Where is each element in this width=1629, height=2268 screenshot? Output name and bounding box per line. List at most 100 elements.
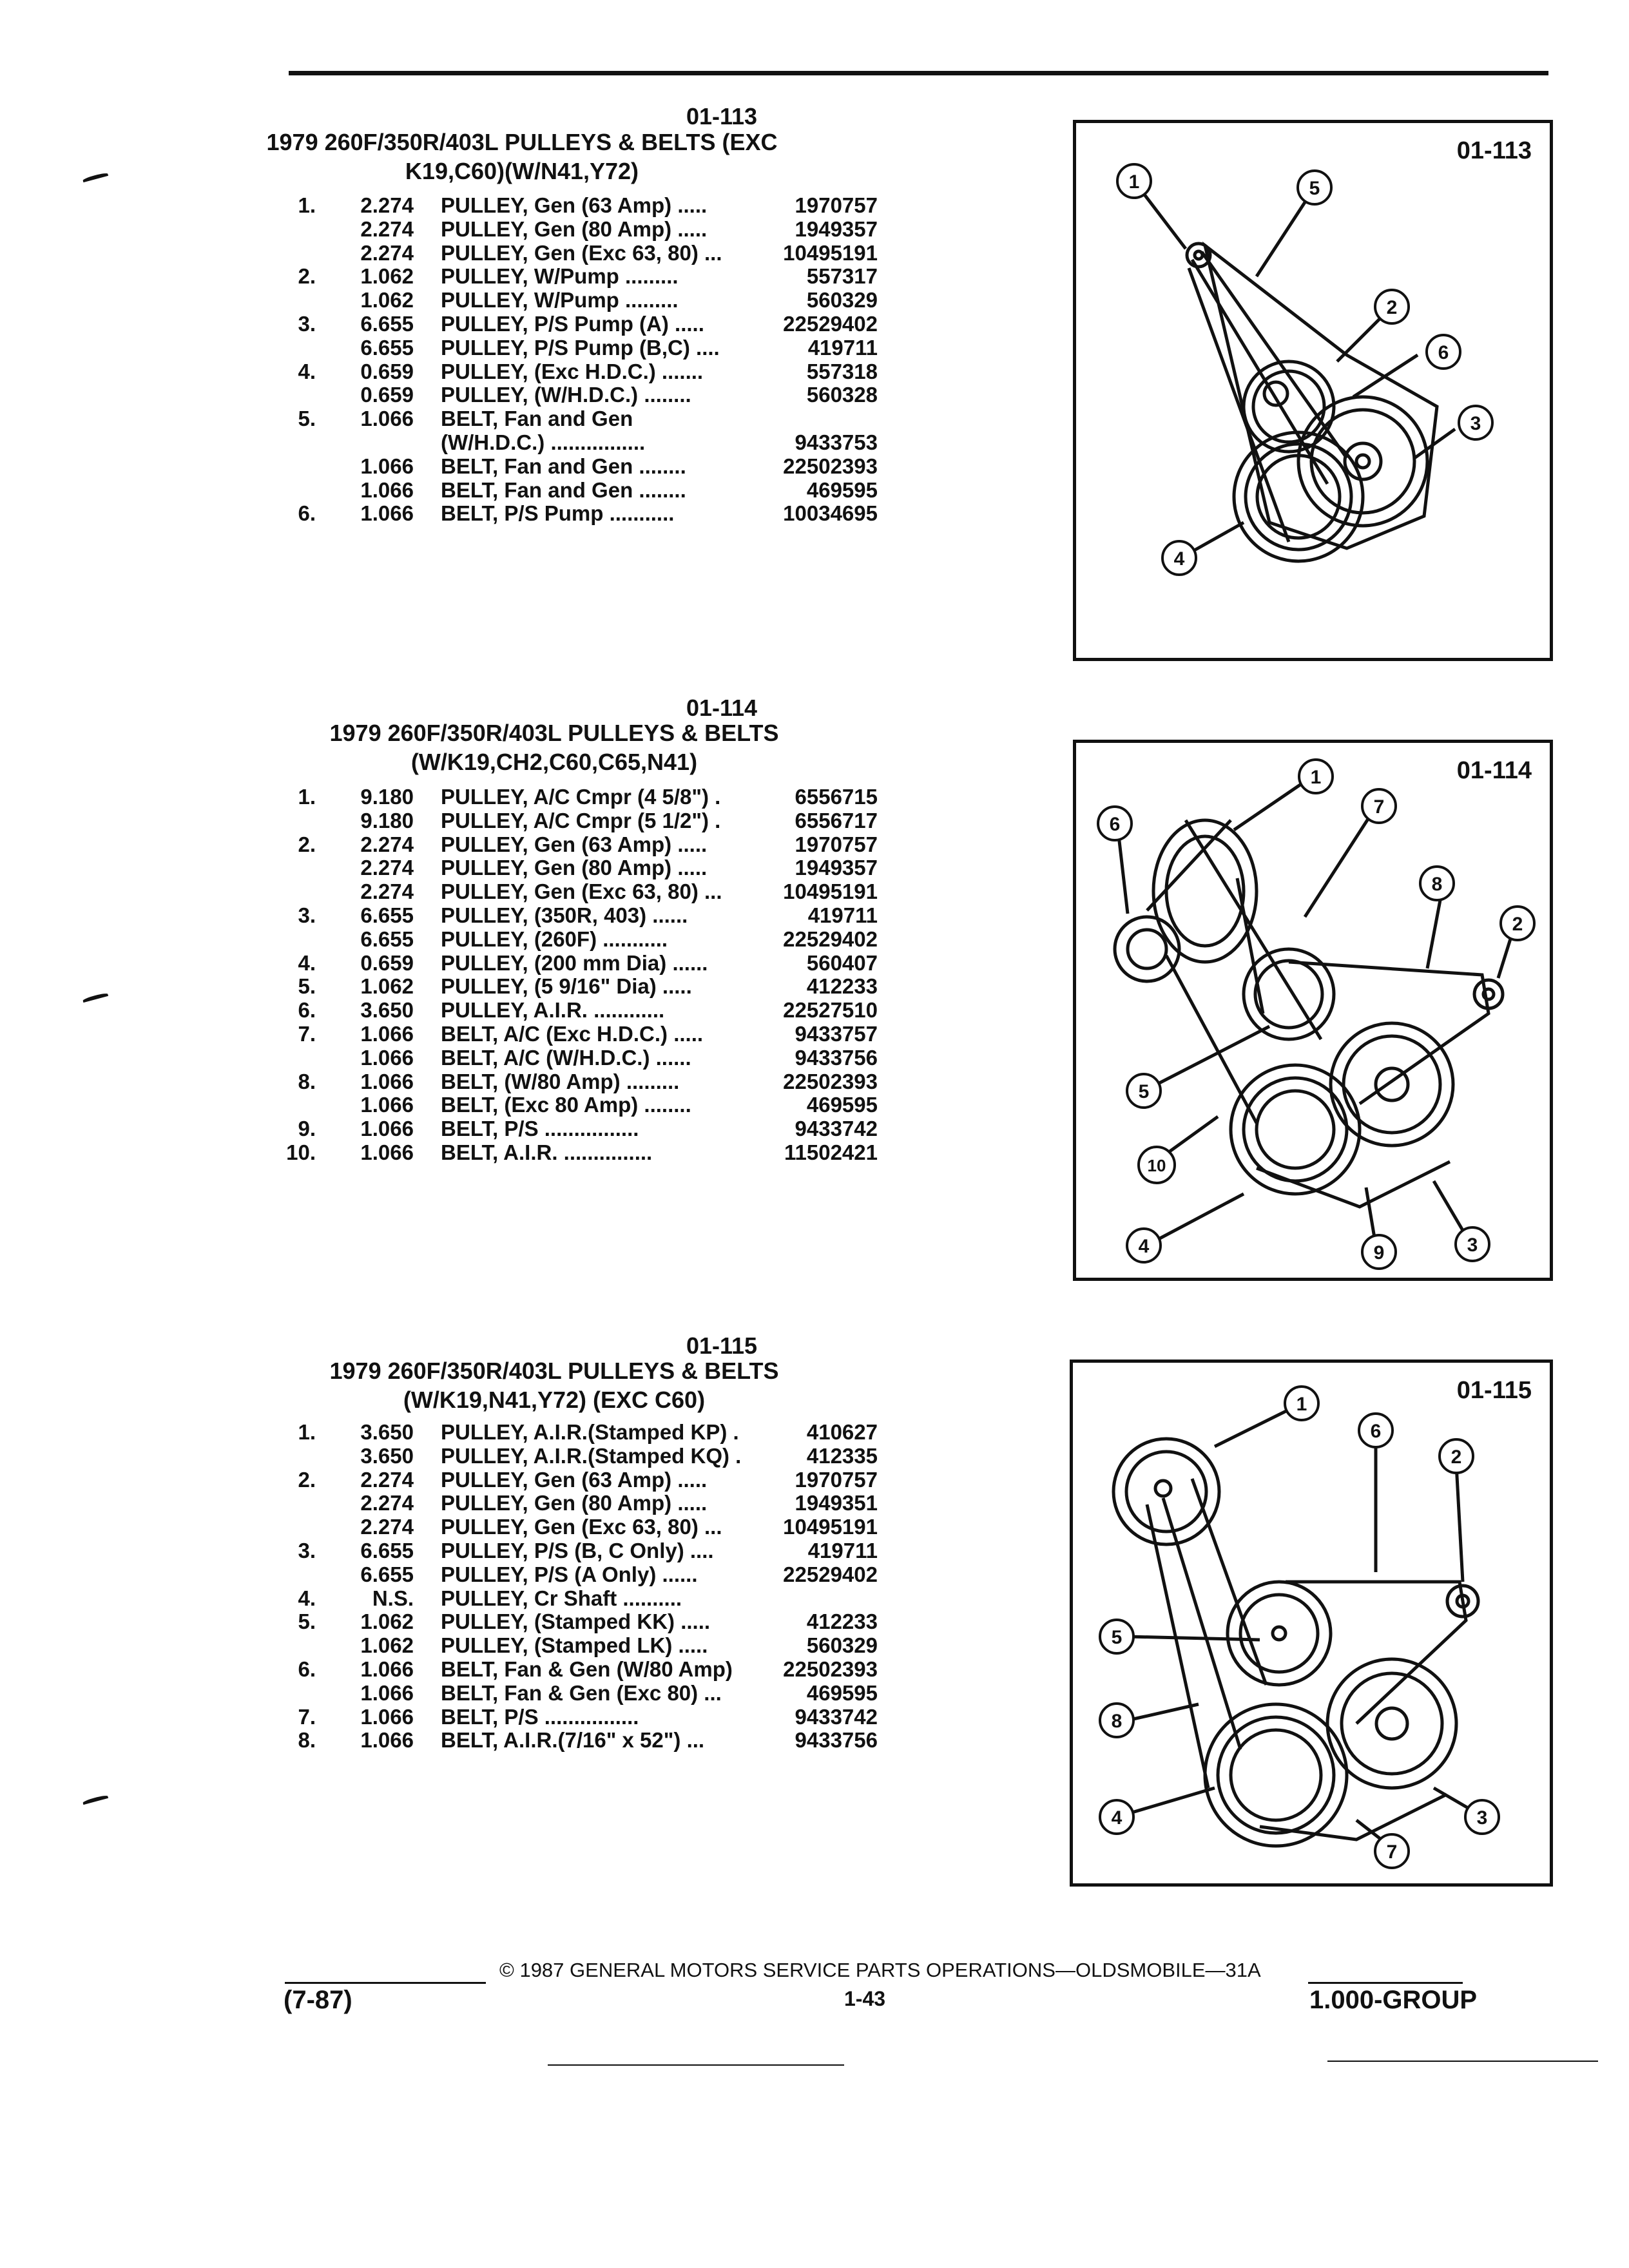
binding-mark xyxy=(82,1794,109,1805)
item-number: 3. xyxy=(298,312,316,336)
item-number: 5. xyxy=(298,1610,316,1634)
callout-10: 10 xyxy=(1148,1156,1166,1175)
group-number: 0.659 xyxy=(360,359,414,383)
callout-6: 6 xyxy=(1110,814,1121,835)
revision-date: (7-87) xyxy=(284,1986,352,2014)
part-number: 22529402 xyxy=(783,1562,878,1586)
part-number: 1970757 xyxy=(795,832,878,856)
part-description: BELT, (W/80 Amp) ......... xyxy=(441,1069,680,1093)
part-number: 412335 xyxy=(806,1443,878,1468)
item-number: 7. xyxy=(298,1704,316,1729)
group-number: 3.650 xyxy=(360,1443,414,1468)
part-description: PULLEY, Gen (80 Amp) ..... xyxy=(441,216,708,241)
part-description: PULLEY, A.I.R.(Stamped KQ) . xyxy=(441,1443,742,1468)
part-number: 469595 xyxy=(806,1093,878,1117)
group-number: 1.066 xyxy=(360,477,414,502)
part-number: 9433742 xyxy=(795,1704,878,1729)
part-description: BELT, A/C (W/H.D.C.) ...... xyxy=(441,1045,691,1070)
group-number: 2.274 xyxy=(360,879,414,904)
part-number: 469595 xyxy=(806,477,878,502)
section-title: 1979 260F/350R/403L PULLEYS & BELTS xyxy=(329,720,779,746)
item-number: 8. xyxy=(298,1728,316,1753)
part-description: PULLEY, (5 9/16" Dia) ..... xyxy=(441,974,692,999)
callout-7: 7 xyxy=(1387,1841,1398,1863)
part-description: PULLEY, W/Pump ......... xyxy=(441,264,679,289)
group-number: 2.274 xyxy=(360,856,414,880)
part-description: PULLEY, P/S Pump (A) ..... xyxy=(441,312,704,336)
section-code: 01-115 xyxy=(686,1332,758,1359)
part-number: 9433756 xyxy=(795,1045,878,1070)
part-number: 560328 xyxy=(806,383,878,407)
part-number: 560329 xyxy=(806,1633,878,1658)
part-number: 557317 xyxy=(806,264,878,289)
part-description: BELT, (Exc 80 Amp) ........ xyxy=(441,1093,691,1117)
part-number: 11502421 xyxy=(784,1140,878,1164)
part-number: 410627 xyxy=(806,1420,878,1444)
section-title: K19,C60)(W/N41,Y72) xyxy=(405,158,639,184)
group-number: 1.066 xyxy=(360,1117,414,1141)
belt-diagram: 1 6 2 5 8 4 7 3 xyxy=(1099,1385,1500,1869)
part-number: 9433742 xyxy=(795,1117,878,1141)
item-number: 2. xyxy=(298,832,316,856)
diagram-01-115: 01-115 1 xyxy=(1070,1360,1553,1887)
part-description: PULLEY, Gen (80 Amp) ..... xyxy=(441,1491,708,1515)
part-description: PULLEY, Gen (Exc 63, 80) ... xyxy=(441,240,722,265)
part-description: PULLEY, Gen (Exc 63, 80) ... xyxy=(441,1515,722,1539)
part-description: PULLEY, A.I.R. ............ xyxy=(441,998,665,1023)
diagram-code: 01-113 xyxy=(1456,137,1532,164)
callout-1: 1 xyxy=(1129,171,1140,193)
part-number: 6556717 xyxy=(795,808,878,832)
item-number: 3. xyxy=(298,1539,316,1562)
group-number: 1.066 xyxy=(360,501,414,526)
callout-6: 6 xyxy=(1371,1421,1382,1442)
group-number: 6.655 xyxy=(360,927,414,951)
part-description: BELT, A/C (Exc H.D.C.) ..... xyxy=(441,1022,704,1046)
part-number: 412233 xyxy=(806,1610,878,1634)
part-description: PULLEY, Gen (80 Amp) ..... xyxy=(441,856,708,880)
part-number: 9433756 xyxy=(795,1728,878,1753)
item-number: 7. xyxy=(298,1022,316,1046)
part-description: BELT, P/S ................ xyxy=(441,1117,639,1141)
group-label: 1.000-GROUP xyxy=(1309,1986,1478,2014)
section-title: 1979 260F/350R/403L PULLEYS & BELTS (EXC xyxy=(266,129,778,155)
callout-3: 3 xyxy=(1470,413,1481,434)
part-description: BELT, Fan & Gen (W/80 Amp) xyxy=(441,1657,733,1681)
part-number: 419711 xyxy=(807,903,878,927)
part-number: 1970757 xyxy=(795,1467,878,1492)
part-description: PULLEY, W/Pump ......... xyxy=(441,288,679,312)
group-number: 0.659 xyxy=(360,383,414,407)
group-number: 1.062 xyxy=(360,974,414,999)
diagram-01-114: 01-114 xyxy=(1073,740,1553,1281)
group-number: 1.066 xyxy=(360,1069,414,1093)
group-number: 2.274 xyxy=(360,216,414,241)
part-number: 560407 xyxy=(806,950,878,975)
item-number: 5. xyxy=(298,974,316,999)
callout-1: 1 xyxy=(1311,767,1322,788)
section-code: 01-113 xyxy=(686,103,758,130)
group-number: 3.650 xyxy=(360,1420,414,1444)
group-number: 3.650 xyxy=(360,998,414,1023)
diagram-code: 01-114 xyxy=(1456,757,1532,784)
part-number: 9433757 xyxy=(795,1022,878,1046)
part-number: 10495191 xyxy=(783,1515,878,1539)
part-description: BELT, P/S Pump ........... xyxy=(441,501,675,526)
group-number: 1.066 xyxy=(360,1680,414,1705)
part-number: 10495191 xyxy=(783,879,878,904)
callout-4: 4 xyxy=(1174,548,1185,570)
bottom-rule xyxy=(548,2064,844,2066)
section-title: (W/K19,CH2,C60,C65,N41) xyxy=(410,749,698,775)
part-description: (W/H.D.C.) ................ xyxy=(441,430,646,454)
group-number: 2.274 xyxy=(360,1467,414,1492)
part-number: 22502393 xyxy=(783,1069,878,1093)
callout-7: 7 xyxy=(1374,796,1385,818)
part-description: PULLEY, Gen (Exc 63, 80) ... xyxy=(441,879,722,904)
group-number: 1.066 xyxy=(360,454,414,478)
part-description: PULLEY, Cr Shaft .......... xyxy=(441,1586,682,1610)
callout-5: 5 xyxy=(1309,178,1320,199)
part-description: BELT, Fan and Gen xyxy=(441,407,633,431)
part-description: PULLEY, A/C Cmpr (4 5/8") . xyxy=(441,785,721,809)
group-number: 6.655 xyxy=(360,903,414,927)
group-number: 2.274 xyxy=(360,1515,414,1539)
part-description: PULLEY, P/S (B, C Only) .... xyxy=(441,1539,714,1562)
part-number: 22502393 xyxy=(783,1657,878,1681)
